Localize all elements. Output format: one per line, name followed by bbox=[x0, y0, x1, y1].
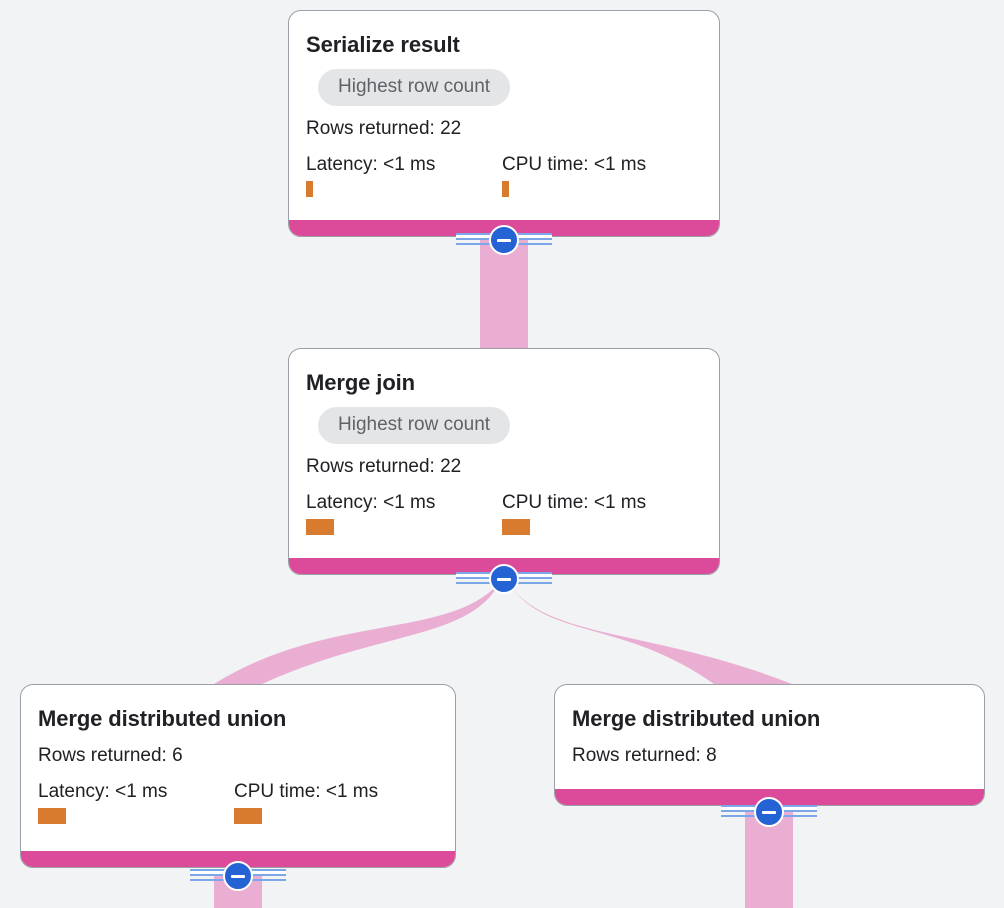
metrics-row: Latency: <1 ms CPU time: <1 ms bbox=[306, 492, 702, 535]
node-title: Merge distributed union bbox=[572, 706, 821, 731]
node-title: Merge distributed union bbox=[38, 706, 287, 731]
cpu-time-metric: CPU time: <1 ms bbox=[502, 154, 646, 197]
edge-serialize-to-merge-join bbox=[480, 240, 528, 350]
metric-bar bbox=[306, 181, 313, 197]
minus-icon[interactable] bbox=[223, 861, 253, 891]
node-title: Merge join bbox=[306, 370, 416, 395]
metrics-row: Latency: <1 ms CPU time: <1 ms bbox=[38, 781, 438, 824]
node-footer-bar bbox=[21, 851, 455, 867]
highest-row-count-badge: Highest row count bbox=[318, 407, 511, 444]
collapse-merge-join[interactable] bbox=[456, 564, 552, 594]
metric-bar bbox=[306, 519, 334, 535]
rows-returned-label: Rows returned: 22 bbox=[306, 456, 462, 477]
latency-metric: Latency: <1 ms bbox=[306, 492, 502, 535]
cpu-time-metric: CPU time: <1 ms bbox=[234, 781, 378, 824]
metric-label: Latency: <1 ms bbox=[306, 154, 436, 175]
collapse-serialize-result[interactable] bbox=[456, 225, 552, 255]
collapse-merge-distributed-union-right[interactable] bbox=[721, 797, 817, 827]
minus-icon[interactable] bbox=[754, 797, 784, 827]
metric-bar bbox=[502, 181, 509, 197]
minus-icon[interactable] bbox=[489, 225, 519, 255]
rows-returned-label: Rows returned: 22 bbox=[306, 118, 462, 139]
rows-returned-label: Rows returned: 6 bbox=[38, 745, 183, 766]
collapse-merge-distributed-union-left[interactable] bbox=[190, 861, 286, 891]
edge-merge-join-to-left-union bbox=[214, 582, 500, 684]
latency-metric: Latency: <1 ms bbox=[38, 781, 234, 824]
latency-metric: Latency: <1 ms bbox=[306, 154, 502, 197]
metric-label: CPU time: <1 ms bbox=[234, 781, 379, 802]
highest-row-count-badge: Highest row count bbox=[318, 69, 511, 106]
cpu-time-metric: CPU time: <1 ms bbox=[502, 492, 646, 535]
metric-label: Latency: <1 ms bbox=[38, 781, 168, 802]
metric-label: CPU time: <1 ms bbox=[502, 154, 647, 175]
metric-bar bbox=[38, 808, 66, 824]
metric-label: CPU time: <1 ms bbox=[502, 492, 647, 513]
rows-returned-label: Rows returned: 8 bbox=[572, 745, 717, 766]
metrics-row: Latency: <1 ms CPU time: <1 ms bbox=[306, 154, 702, 197]
metric-label: Latency: <1 ms bbox=[306, 492, 436, 513]
edge-merge-join-to-right-union bbox=[508, 582, 792, 684]
node-title: Serialize result bbox=[306, 32, 460, 57]
metric-bar bbox=[234, 808, 262, 824]
metric-bar bbox=[502, 519, 530, 535]
minus-icon[interactable] bbox=[489, 564, 519, 594]
